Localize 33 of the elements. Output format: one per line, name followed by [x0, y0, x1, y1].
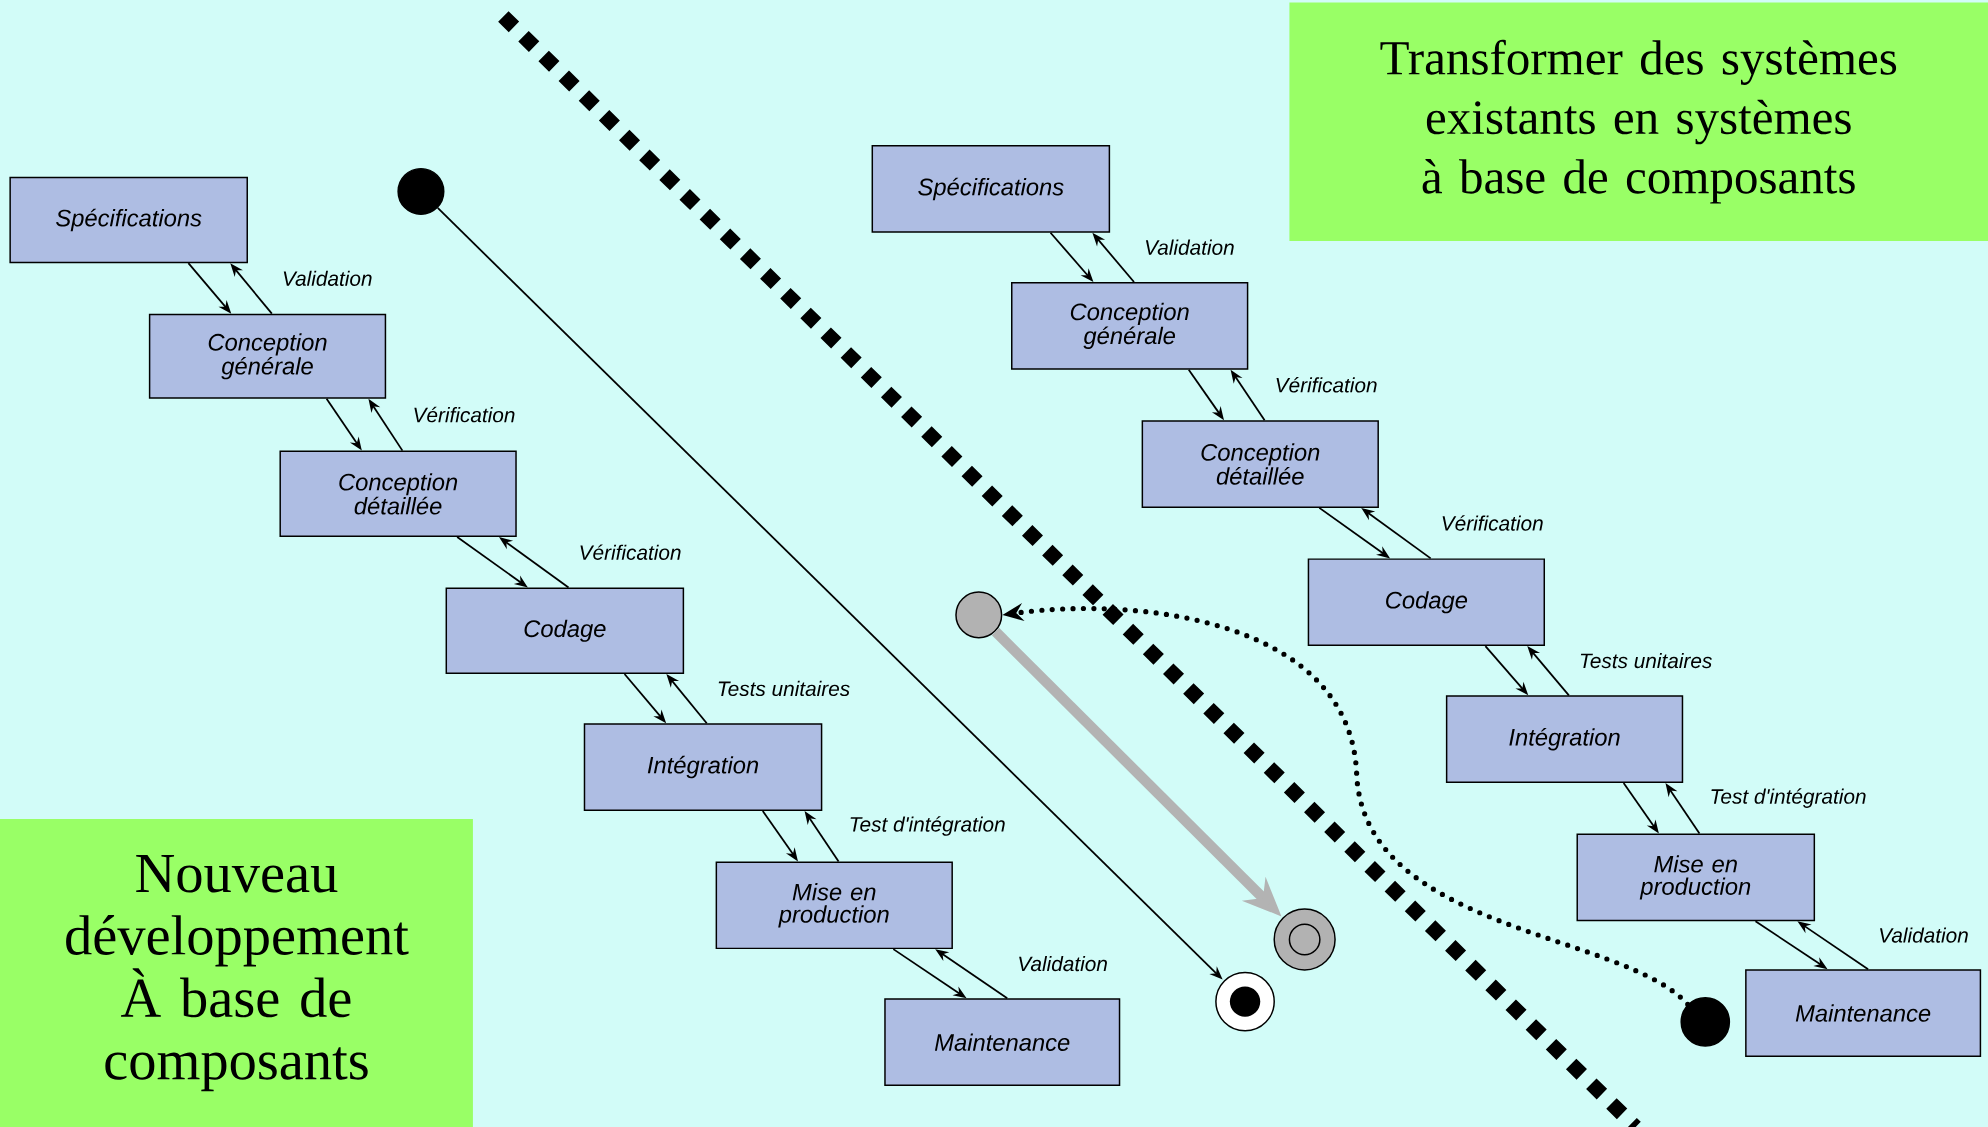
dot: [1680, 997, 1731, 1047]
edge-label: Test d'intégration: [1711, 788, 1866, 808]
target: [1215, 971, 1275, 1032]
edge-label: Vérification: [1276, 376, 1377, 393]
process-box: Codage: [445, 587, 685, 674]
process-box: Intégration: [1445, 695, 1684, 783]
process-box: Conception détaillée: [1141, 420, 1379, 508]
dot: [955, 591, 1003, 639]
process-box: Mise en production: [715, 861, 953, 950]
target: [1273, 908, 1336, 971]
edge-label: Validation: [1880, 927, 1968, 943]
edge-label: Validation: [1019, 955, 1107, 972]
edge-label: Validation: [283, 270, 372, 286]
edge-label: Validation: [1145, 239, 1234, 255]
edge-label: Vérification: [414, 406, 515, 423]
process-box: Maintenance: [1745, 969, 1982, 1057]
process-box: Codage: [1307, 558, 1545, 647]
process-box: Intégration: [583, 723, 823, 811]
text-panel: Nouveau développement À base de composants: [0, 819, 473, 1127]
edge-label: Test d'intégration: [850, 816, 1005, 836]
process-box: Conception détaillée: [279, 450, 517, 537]
process-box: Conception générale: [148, 313, 387, 399]
dot: [397, 167, 445, 215]
text-panel: Transformer des systèmes existants en systèmes à base de composants: [1289, 2, 1988, 241]
edge-label: Tests unitaires: [1580, 652, 1712, 669]
process-box: Conception générale: [1011, 281, 1249, 370]
process-box: Maintenance: [884, 998, 1121, 1086]
process-box: Spécifications: [9, 176, 248, 264]
edge-label: Vérification: [1442, 515, 1543, 531]
process-box: Spécifications: [871, 145, 1111, 233]
edge-label: Vérification: [580, 544, 681, 560]
edge-label: Tests unitaires: [718, 680, 850, 697]
process-box: Mise en production: [1576, 833, 1816, 922]
